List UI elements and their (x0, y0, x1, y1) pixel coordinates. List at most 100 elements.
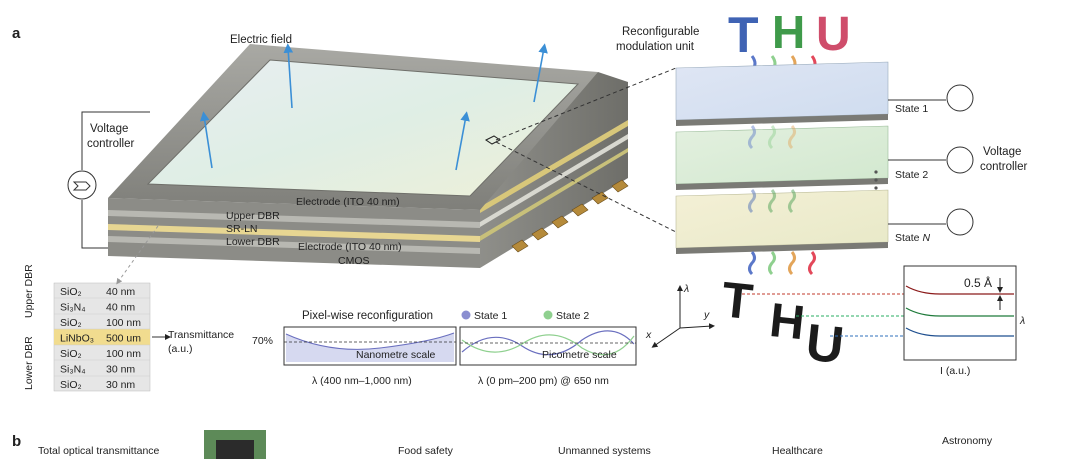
panel-b-item-total-optical-transmittance: Total optical transmittance (38, 445, 160, 457)
nanometre-plot-state1-curve (285, 332, 455, 350)
layer-material: Si₃N₄ (60, 301, 85, 313)
left-voltage-controller-line1: Voltage (90, 123, 128, 135)
panel-b-item-food-safety: Food safety (398, 445, 454, 457)
zoom-line-bottom (495, 141, 677, 233)
front-face-upper-dbr (108, 210, 480, 228)
thu-bottom-h: H (767, 294, 807, 350)
layer-material: SiO₂ (60, 317, 82, 329)
right-voltage-controller-line1: Voltage (983, 146, 1021, 158)
spectrum-frame (903, 265, 1017, 361)
picometre-scale-label: Picometre scale (542, 349, 617, 361)
axis-y-label: y (703, 309, 710, 321)
layer-thickness: 500 um (106, 332, 141, 344)
legend-state2-label: State 2 (556, 310, 589, 322)
sr-ln-label: SR-LN (226, 223, 258, 235)
thu-top-t: T (728, 7, 759, 63)
lower-dbr-label: Lower DBR (226, 236, 280, 248)
field-arrow-1 (283, 43, 294, 109)
legend-state1-dot (461, 310, 471, 320)
state-1-controller-icon (946, 84, 974, 112)
intensity-label: I (a.u.) (940, 365, 970, 377)
upper-dbr-label: Upper DBR (226, 210, 280, 222)
transmittance-label-line2: (a.u.) (168, 343, 193, 355)
legend-state1-label: State 1 (474, 310, 507, 322)
state-1-plate (675, 61, 889, 121)
zoom-line-top (495, 67, 677, 141)
nanometre-plot-area (286, 333, 454, 362)
lambda-axis-1-label: λ (400 nm–1,000 nm) (312, 375, 412, 387)
layer-stack-table (53, 282, 151, 392)
state-1-label: State 1 (895, 103, 928, 115)
field-arrow-4 (533, 43, 548, 103)
state-n-label: State N (895, 232, 930, 244)
xyz-axes (651, 285, 715, 348)
seventy-percent-label: 70% (252, 335, 273, 347)
nanometre-scale-label: Nanometre scale (356, 349, 436, 361)
state-1-plate-edge (676, 114, 888, 126)
pixel-marker (485, 135, 501, 145)
front-face-lower-dbr (108, 236, 480, 254)
panel-b-item-unmanned-systems: Unmanned systems (558, 445, 651, 457)
device-pins (511, 179, 629, 253)
device-right-face (480, 72, 628, 268)
state-2-plate-edge (676, 178, 888, 190)
state-n-plate (675, 189, 889, 249)
state-2-controller-icon (946, 146, 974, 174)
layer-material: SiO₂ (60, 286, 82, 298)
state-2-label: State 2 (895, 169, 928, 181)
layer-material: SiO₂ (60, 379, 82, 391)
layer-thickness: 100 nm (106, 317, 141, 329)
field-arrow-2 (199, 111, 213, 169)
layer-material: LiNbO₃ (60, 332, 94, 344)
panel-b-item-astronomy: Astronomy (942, 435, 993, 447)
linbo3-row-highlight (54, 329, 150, 345)
ellipsis-dots (874, 170, 878, 190)
axis-lambda-label: λ (683, 283, 689, 295)
chip-photo-sensor (216, 440, 254, 459)
picometre-plot-state2-curve (461, 334, 635, 356)
spectrum-lambda-label: λ (1019, 315, 1025, 327)
state-n-controller-icon (946, 208, 974, 236)
pixel-wise-title: Pixel-wise reconfiguration (302, 310, 433, 322)
right-face-layer-yellow-2 (480, 148, 628, 241)
layer-thickness: 30 nm (106, 363, 135, 375)
right-face-layer-yellow (480, 120, 628, 213)
right-voltage-controller-line2: controller (980, 161, 1027, 173)
right-face-layer-light (480, 134, 628, 227)
angstrom-label: 0.5 Å (964, 275, 992, 290)
electric-field-label: Electric field (230, 34, 292, 46)
layer-thickness: 40 nm (106, 301, 135, 313)
layer-thickness: 100 nm (106, 348, 141, 360)
picometre-plot-frame (459, 326, 637, 366)
lower-dbr-group-label: Lower DBR (23, 336, 35, 390)
legend-state2-dot (543, 310, 553, 320)
reconfigurable-unit-line1: Reconfigurable (622, 26, 699, 38)
state-n-plate-edge (676, 242, 888, 254)
cmos-label: CMOS (338, 255, 370, 267)
thu-top-h: H (772, 6, 805, 58)
layer-material: SiO₂ (60, 348, 82, 360)
thu-bottom-t: T (719, 271, 755, 330)
electrode-top-label: Electrode (ITO 40 nm) (296, 196, 400, 208)
device-block (108, 43, 629, 268)
device-active-surface (146, 59, 580, 197)
electrode-bottom-label: Electrode (ITO 40 nm) (298, 241, 402, 253)
field-arrow-3 (455, 111, 470, 171)
spectrum-peaks (905, 285, 1014, 337)
mid-wave-arrows (748, 125, 796, 214)
transmittance-label-line1: Transmittance (168, 329, 234, 341)
left-voltage-circuit (67, 111, 150, 249)
front-face-sr-ln (108, 224, 480, 242)
axis-x-label: x (645, 329, 652, 341)
upper-dbr-group-label: Upper DBR (23, 264, 35, 318)
thu-top-u: U (816, 8, 851, 61)
thu-bottom-u: U (803, 314, 846, 376)
panel-b-item-healthcare: Healthcare (772, 445, 823, 457)
layer-material: Si₃N₄ (60, 363, 85, 375)
bottom-wave-arrows (748, 251, 816, 276)
state-2-plate (675, 125, 889, 185)
panel-a-label: a (12, 25, 21, 42)
